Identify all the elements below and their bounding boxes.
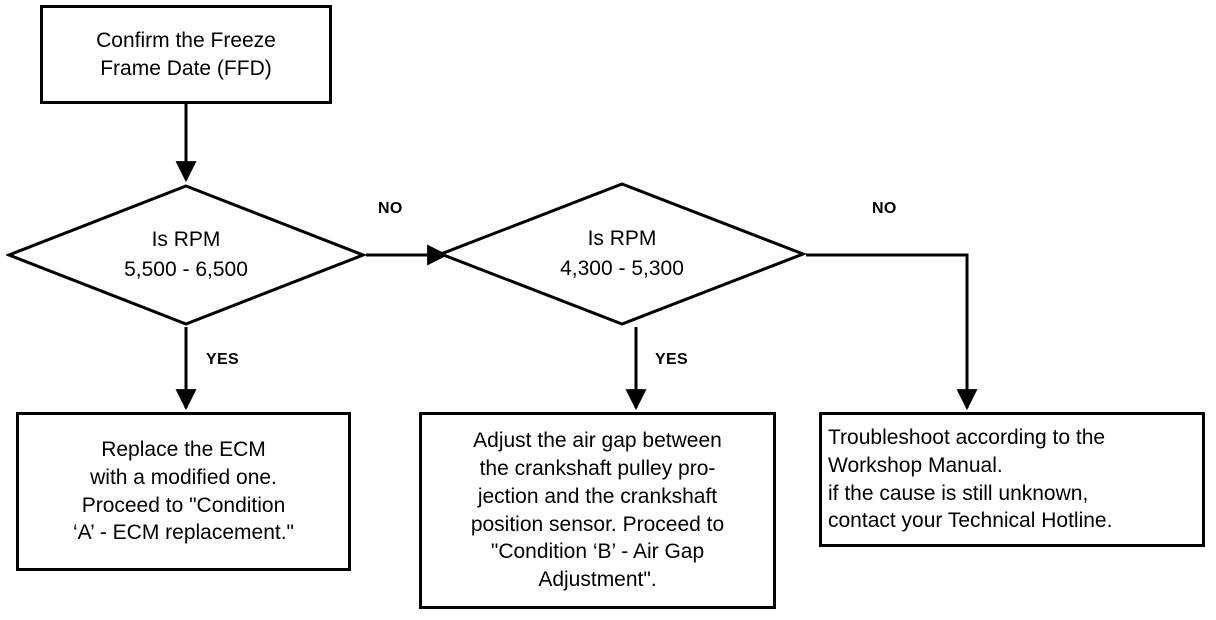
- text-line: if the cause is still unknown,: [828, 481, 1089, 505]
- text-line: ‘A’ - ECM replacement.": [72, 521, 294, 545]
- decision-diamond-rpm-4300-5300[interactable]: Is RPM 4,300 - 5,300: [438, 181, 806, 327]
- text-line: 4,300 - 5,300: [560, 257, 684, 280]
- text-line: Is RPM: [151, 228, 221, 252]
- diamond-outline: [438, 182, 806, 326]
- edge-label-yes-decision1: YES: [206, 351, 239, 368]
- text-line: contact your Technical Hotline.: [828, 509, 1113, 533]
- process-box-troubleshoot-text: Troubleshoot according to the Workshop M…: [822, 424, 1202, 536]
- text-line: Adjust the air gap between: [473, 428, 722, 452]
- text-line: Replace the ECM: [101, 437, 266, 461]
- text-line: Confirm the Freeze: [96, 28, 276, 52]
- text-line: with a modified one.: [90, 465, 277, 489]
- process-box-adjust-air-gap[interactable]: Adjust the air gap between the crankshaf…: [419, 412, 776, 609]
- text-line: Proceed to "Condition: [81, 493, 286, 517]
- diamond-outline: [6, 184, 366, 326]
- text-line: jection and the crankshaft: [477, 484, 718, 508]
- edge-decision2-no-to-troubleshoot: [806, 253, 978, 411]
- edge-label-no-decision2: NO: [872, 200, 897, 217]
- process-box-replace-ecm-text: Replace the ECM with a modified one. Pro…: [19, 436, 348, 548]
- decision-diamond-rpm-4300-5300-text: Is RPM 4,300 - 5,300: [438, 224, 806, 284]
- process-box-replace-ecm[interactable]: Replace the ECM with a modified one. Pro…: [16, 412, 351, 571]
- decision-diamond-rpm-5500-6500-text: Is RPM 5,500 - 6,500: [6, 225, 366, 285]
- edge-label-no-decision1: NO: [378, 200, 403, 217]
- text-line: Workshop Manual.: [828, 453, 1003, 477]
- process-box-confirm-ffd[interactable]: Confirm the Freeze Frame Date (FFD): [40, 5, 332, 104]
- text-line: Frame Date (FFD): [100, 56, 272, 80]
- text-line: Troubleshoot according to the: [828, 425, 1106, 449]
- text-line: position sensor. Proceed to: [470, 512, 725, 536]
- text-line: Adjustment".: [538, 568, 657, 592]
- edge-label-yes-decision2: YES: [655, 351, 688, 368]
- text-line: "Condition ‘B’ - Air Gap: [490, 540, 705, 564]
- process-box-adjust-air-gap-text: Adjust the air gap between the crankshaf…: [422, 427, 773, 595]
- process-box-confirm-ffd-text: Confirm the Freeze Frame Date (FFD): [43, 27, 329, 83]
- text-line: Is RPM: [587, 227, 657, 251]
- decision-diamond-rpm-5500-6500[interactable]: Is RPM 5,500 - 6,500: [6, 183, 366, 327]
- text-line: the crankshaft pulley pro-: [479, 456, 716, 480]
- text-line: 5,500 - 6,500: [124, 258, 248, 281]
- process-box-troubleshoot[interactable]: Troubleshoot according to the Workshop M…: [819, 412, 1205, 547]
